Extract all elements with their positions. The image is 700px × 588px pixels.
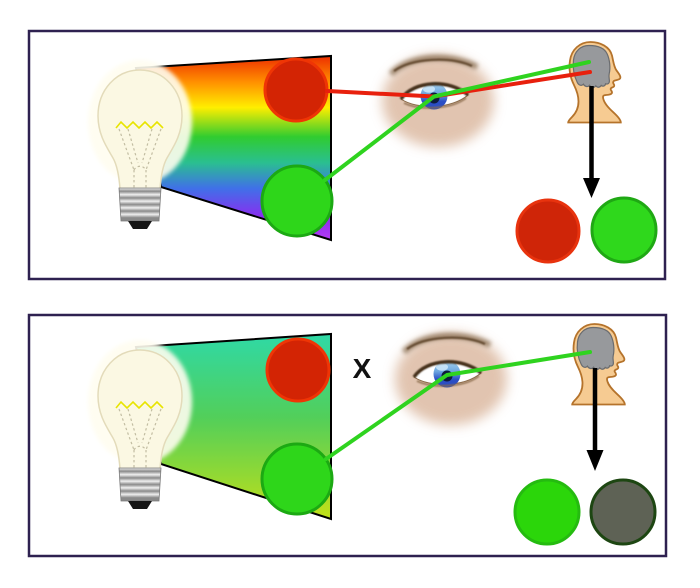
perceived-red-circle (515, 198, 581, 264)
stimulus-red-circle-top (263, 57, 329, 123)
green-light-ray-top (323, 60, 591, 182)
stimulus-green-circle-top (260, 164, 334, 238)
eye-top (382, 55, 494, 147)
perceived-green-circle-bottom (513, 478, 581, 546)
stimulus-green-circle-bottom (260, 442, 334, 516)
panel-normal-vision (27, 29, 667, 281)
green-light-ray-bottom (324, 350, 592, 461)
eye-bottom (395, 333, 507, 425)
perception-arrow-head-top (583, 178, 600, 198)
panel-color-blind: X (27, 313, 668, 558)
perceived-green-circle-top (590, 196, 658, 264)
blocked-red-x-mark: X (353, 353, 372, 384)
perceived-gray-circle (589, 478, 657, 546)
perception-arrow-head-bottom (586, 450, 604, 471)
stimulus-red-circle-bottom (265, 337, 331, 403)
